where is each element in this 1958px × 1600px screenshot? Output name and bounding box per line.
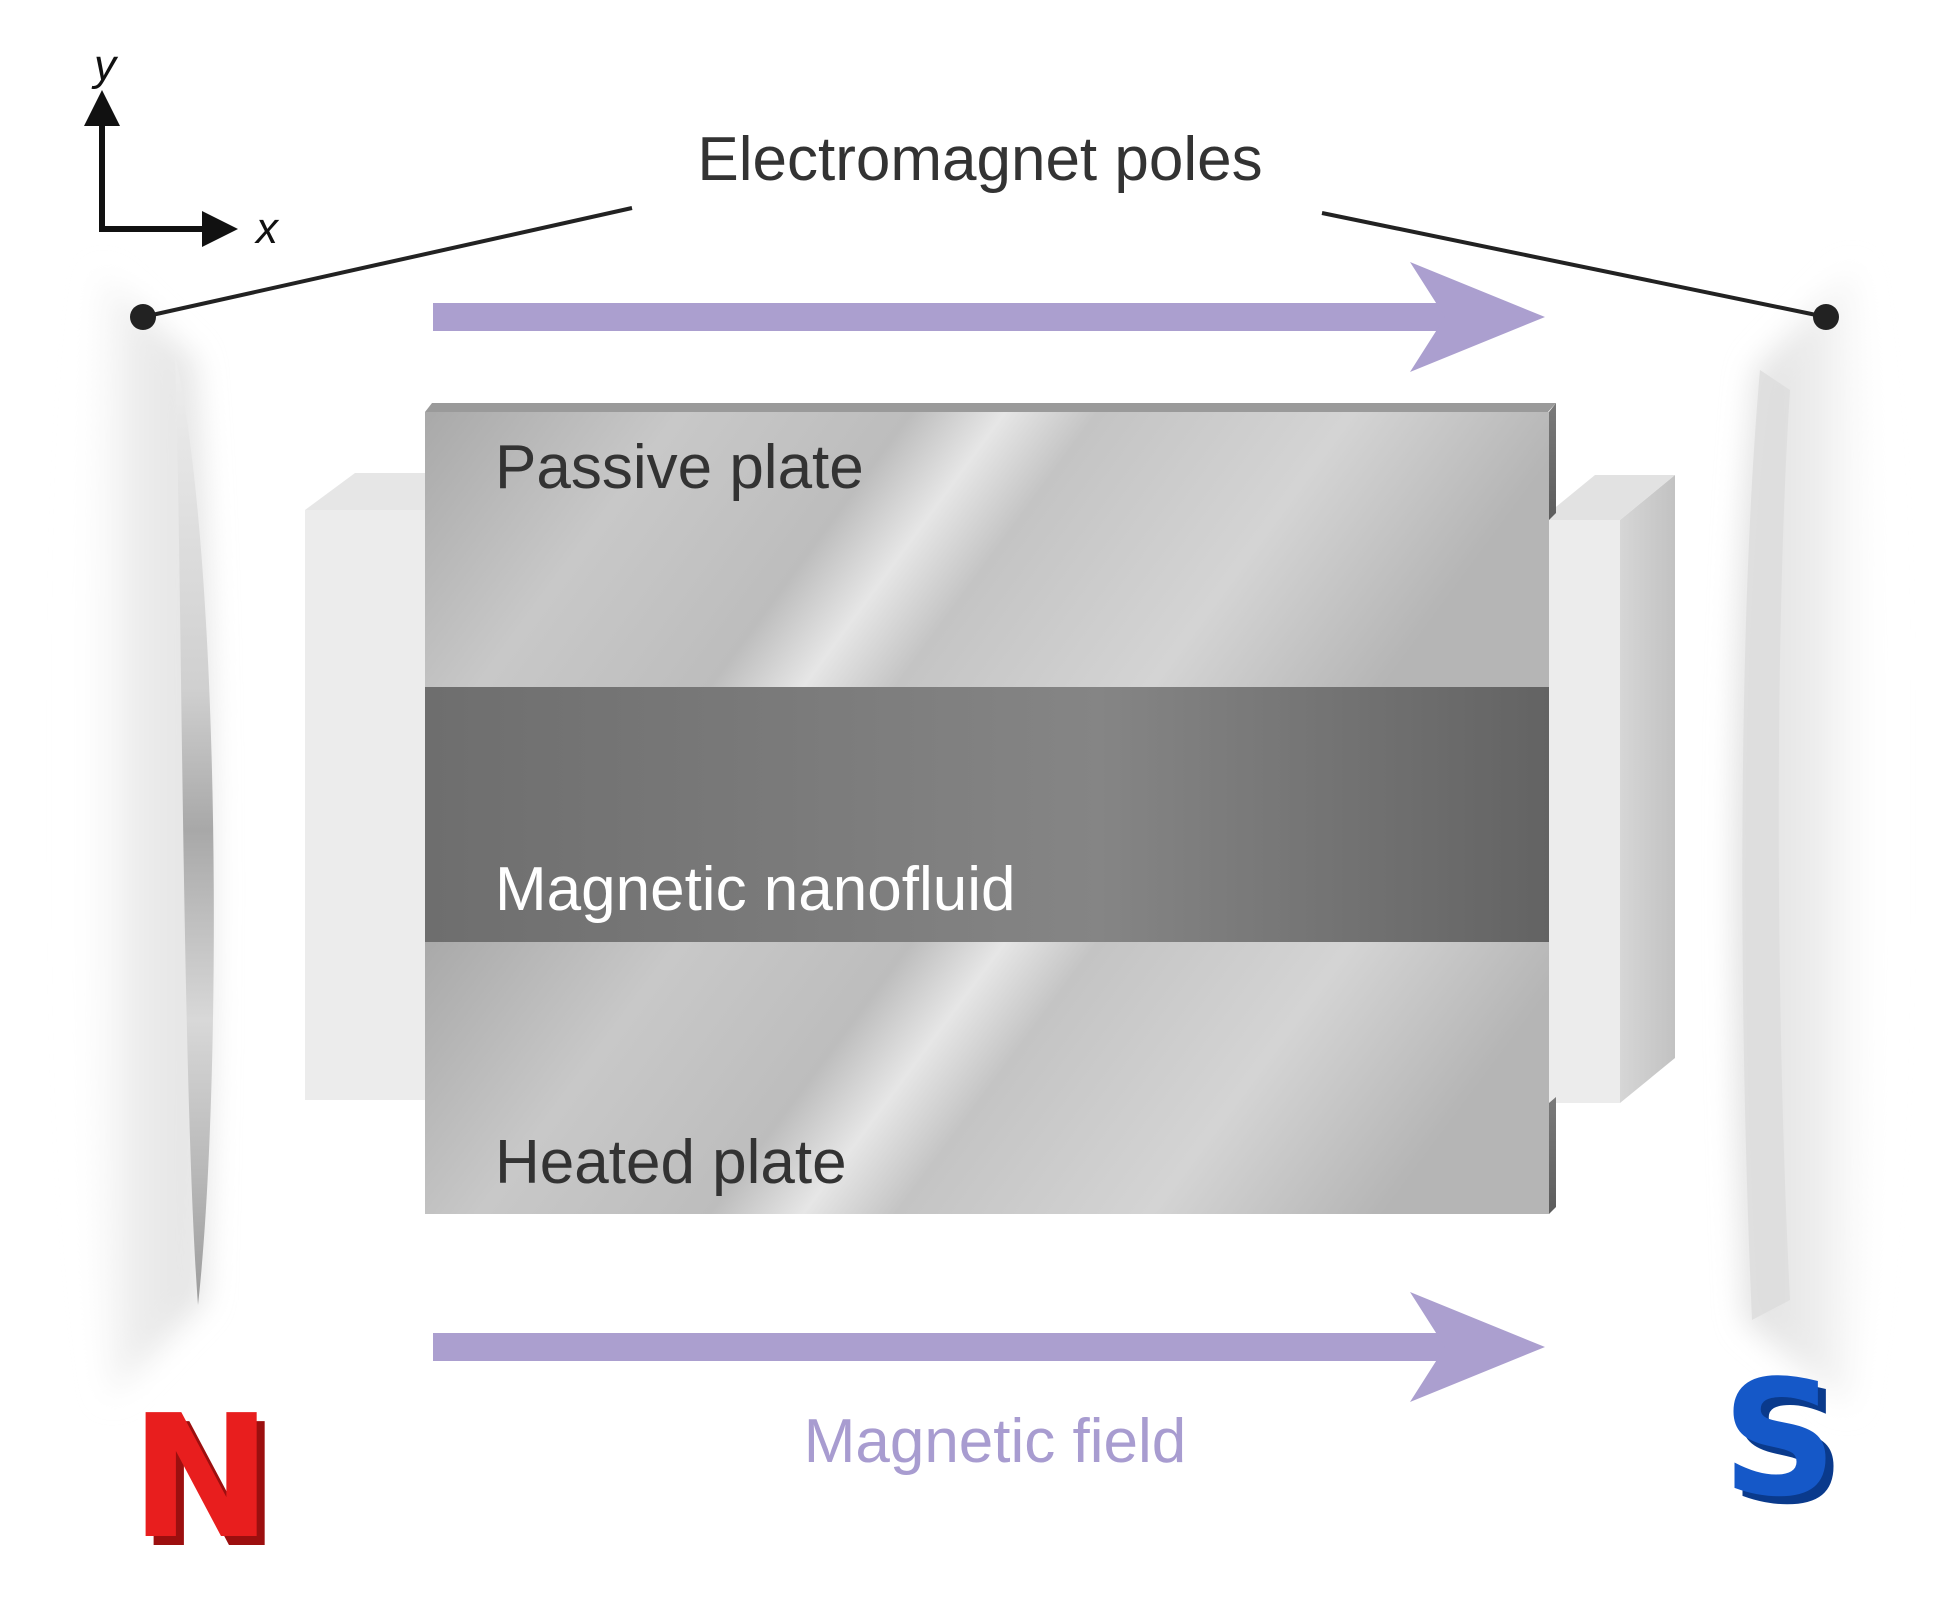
leader-dot-right	[1813, 304, 1839, 330]
field-arrow-top-head	[1410, 262, 1545, 372]
field-arrow-bottom-shaft	[433, 1333, 1453, 1361]
support-block-right-face	[1540, 520, 1620, 1103]
nanofluid-face	[425, 687, 1549, 942]
support-block-left-top	[305, 473, 430, 510]
field-arrow-bottom	[433, 1292, 1545, 1402]
support-block-right-side	[1620, 475, 1675, 1103]
north-letter: N	[130, 1379, 272, 1577]
north-pole	[71, 270, 214, 1400]
south-letter-shadow: S	[1730, 1353, 1845, 1540]
south-pole-face	[1742, 370, 1790, 1320]
y-axis-label: y	[91, 41, 119, 90]
north-pole-face	[175, 355, 214, 1305]
axis-indicator: y x	[84, 41, 280, 253]
heated-plate-face	[425, 942, 1549, 1214]
heated-plate-label: Heated plate	[495, 1128, 847, 1197]
electromagnet-poles-label: Electromagnet poles	[697, 125, 1262, 194]
north-pole-body	[71, 270, 212, 1400]
support-block-right-top	[1540, 475, 1675, 520]
x-axis-label: x	[254, 204, 280, 253]
heated-plate-side	[1549, 1097, 1556, 1214]
support-block	[305, 473, 1675, 1103]
passive-plate-label: Passive plate	[495, 433, 864, 502]
magnetic-field-label: Magnetic field	[804, 1407, 1187, 1476]
north-letter-shadow: N	[138, 1388, 280, 1586]
nanofluid-layer: Magnetic nanofluid	[425, 687, 1549, 942]
south-letter: S	[1722, 1345, 1837, 1532]
poles-leader-lines	[130, 206, 1839, 330]
passive-plate: Passive plate	[425, 403, 1556, 687]
field-arrow-bottom-head	[1410, 1292, 1545, 1402]
passive-plate-side	[1549, 403, 1556, 520]
leader-line-left	[142, 206, 633, 319]
nanofluid-label: Magnetic nanofluid	[495, 855, 1015, 924]
field-arrow-top	[433, 262, 1545, 372]
leader-line-right	[1321, 211, 1827, 319]
south-pole	[1734, 265, 1892, 1410]
field-arrow-top-shaft	[433, 303, 1453, 331]
y-axis-arrowhead	[84, 90, 120, 126]
x-axis-arrowhead	[202, 211, 238, 247]
heated-plate: Heated plate	[425, 942, 1556, 1214]
passive-plate-top-edge	[425, 403, 1556, 412]
passive-plate-face	[425, 412, 1549, 687]
support-block-left-face	[305, 510, 430, 1100]
leader-dot-left	[130, 304, 156, 330]
